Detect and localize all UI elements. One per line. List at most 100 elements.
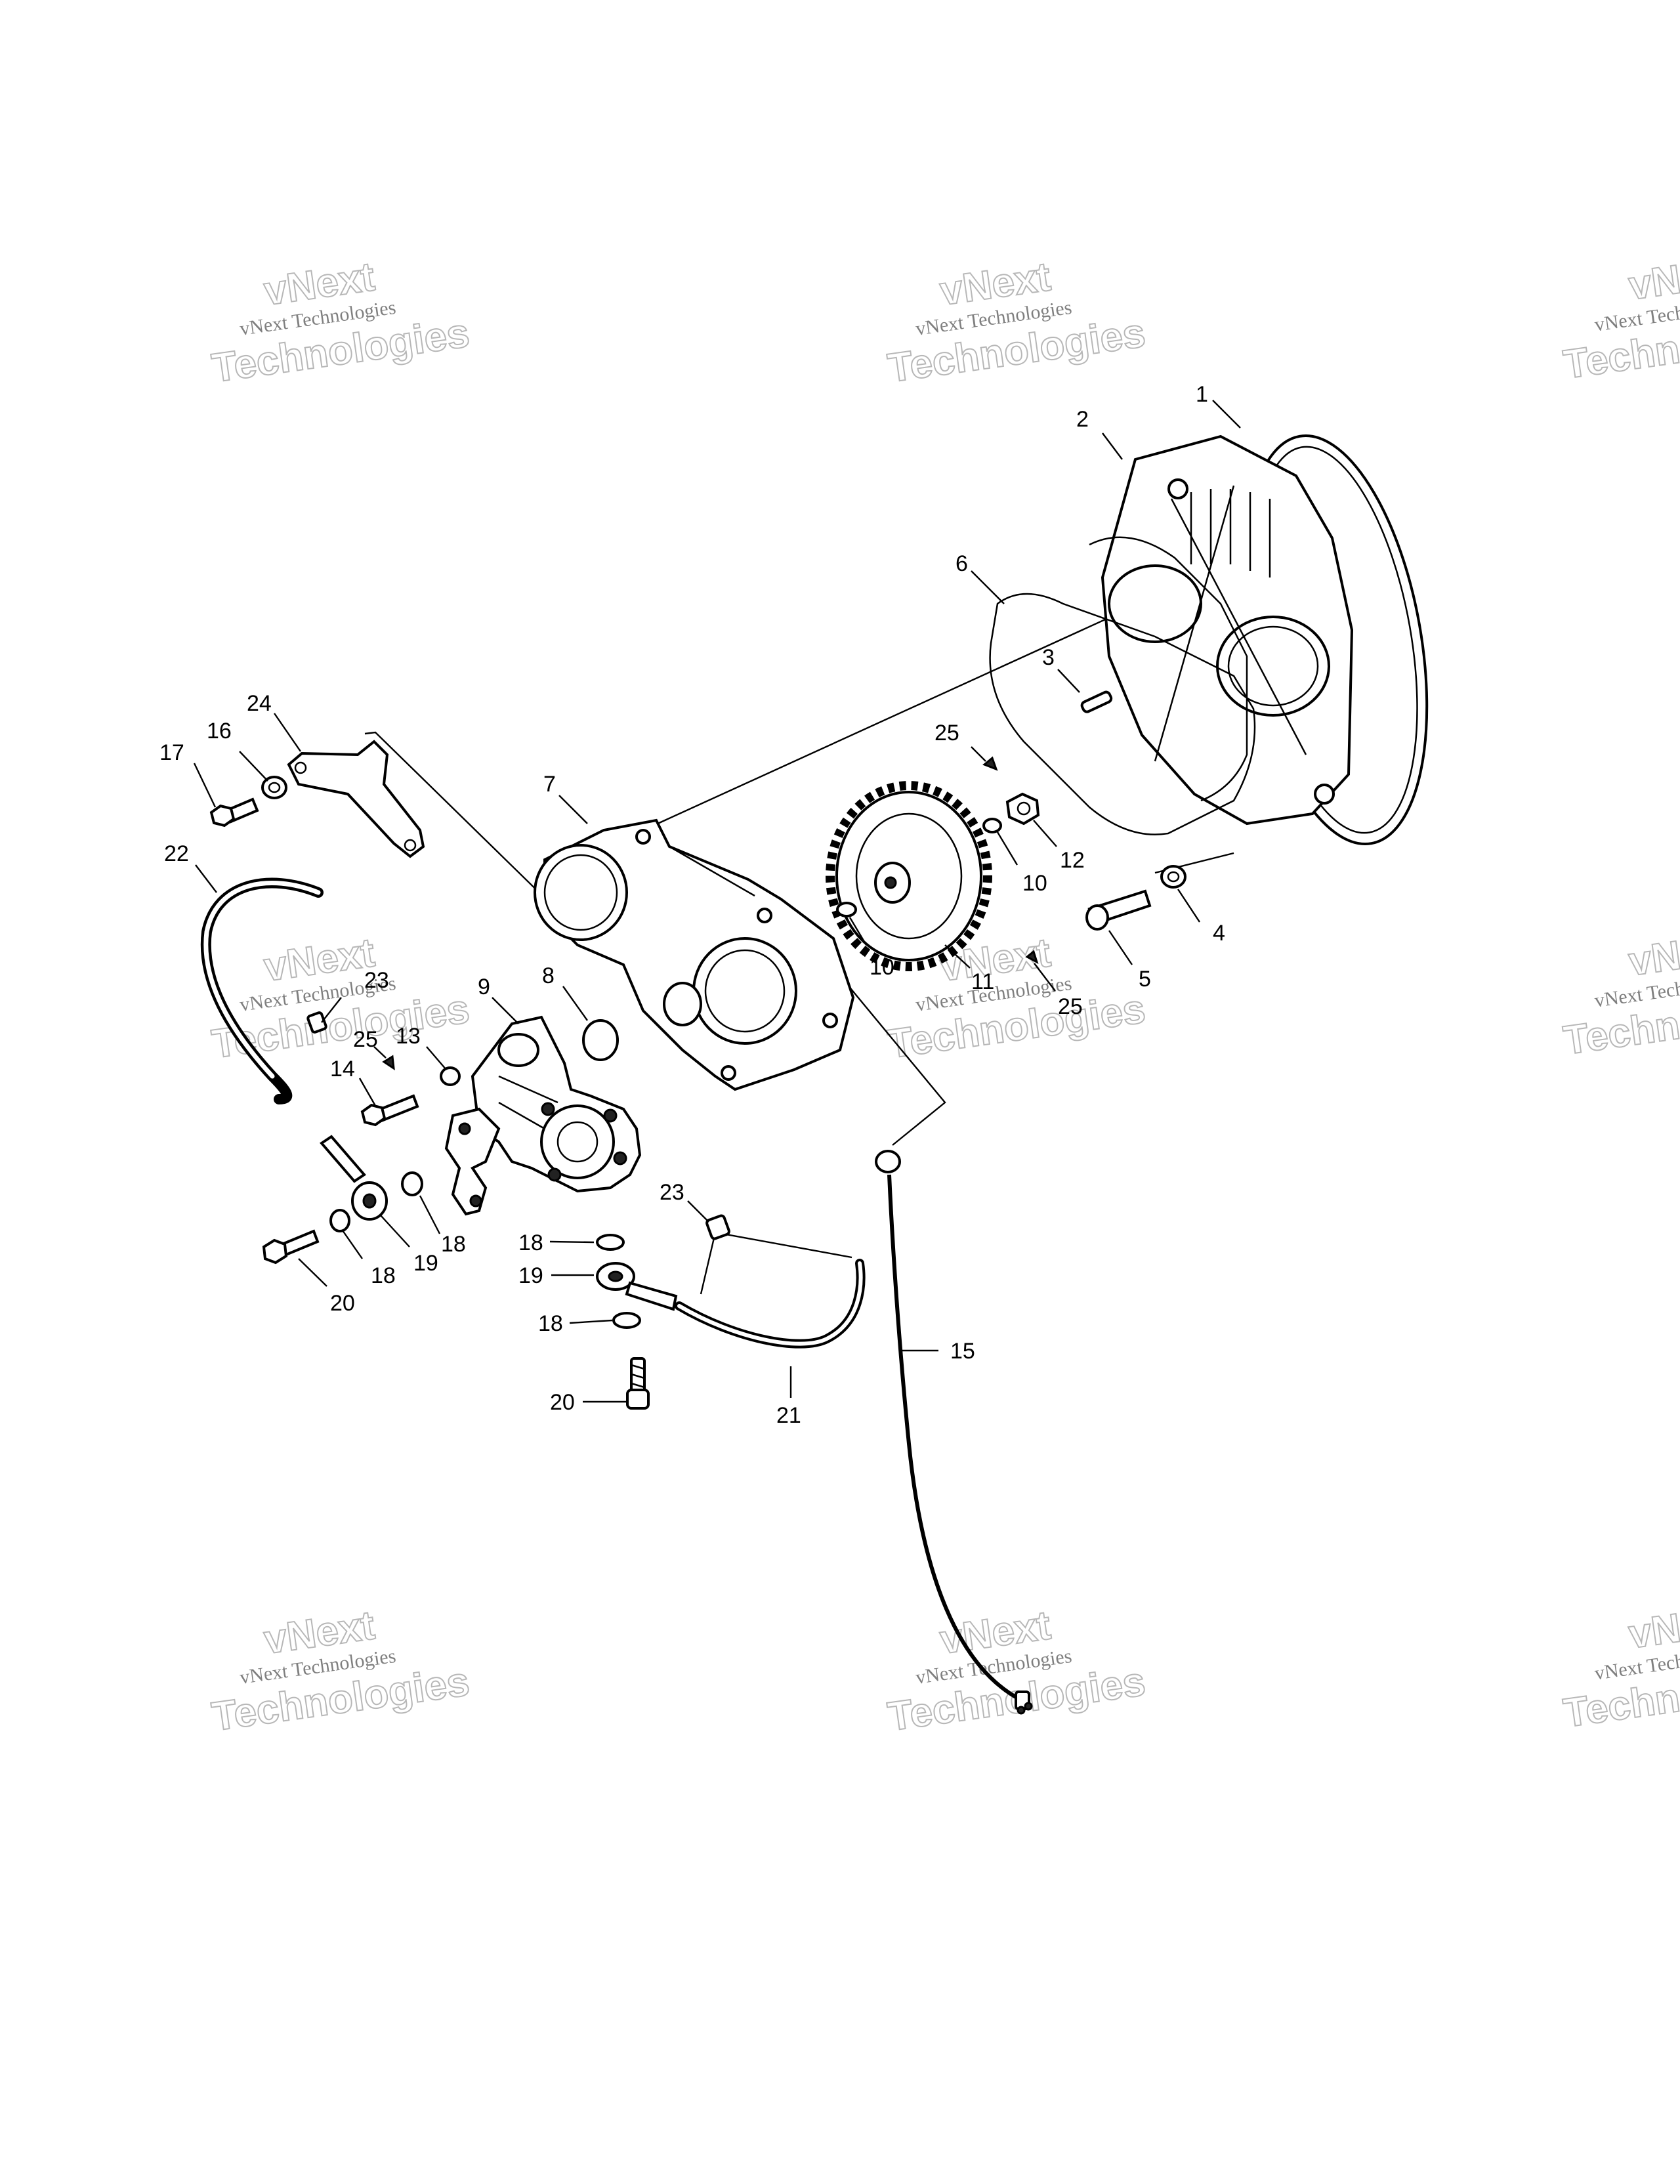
callout-3: 3 [1042, 645, 1055, 670]
leader-10b [849, 917, 868, 946]
callout-19a: 19 [413, 1251, 438, 1276]
leader-14 [358, 1078, 377, 1106]
leader-19a [380, 1215, 410, 1248]
watermark-top-left: vNext vNext Technologies Technologies [209, 253, 473, 392]
assembly-line-clamp-to-hose [700, 1232, 717, 1295]
hardware-lower [596, 1214, 730, 1410]
callout-13: 13 [396, 1024, 421, 1049]
callout-18c: 18 [518, 1230, 543, 1255]
part-21-hose-highlight [677, 1261, 863, 1346]
part-3-pin [1080, 690, 1113, 713]
leader-2 [1102, 432, 1123, 460]
callout-22: 22 [164, 841, 189, 866]
part-16-washer [261, 776, 287, 799]
part-11-gear [826, 781, 992, 971]
leader-3 [1057, 669, 1080, 693]
leader-8 [562, 986, 588, 1021]
leader-10a [996, 831, 1018, 866]
watermark-mid-right: vNext vNext Technologies Technologies [1560, 924, 1680, 1064]
callout-18a: 18 [441, 1232, 466, 1257]
callout-14: 14 [330, 1057, 355, 1082]
callout-6: 6 [956, 551, 968, 576]
leader-7 [558, 795, 588, 824]
part-24-bracket [287, 740, 425, 858]
callout-2: 2 [1076, 407, 1089, 432]
leader-9 [492, 997, 519, 1024]
leader-4 [1177, 889, 1201, 923]
part-8-o-ring [582, 1019, 619, 1061]
hardware-left [262, 1055, 461, 1265]
callout-7: 7 [543, 772, 556, 797]
part-25-clip [382, 1055, 395, 1071]
callout-labels: 1 2 3 4 5 6 7 8 9 10 10 11 12 13 14 15 1… [159, 382, 1225, 1428]
part-18-washer [596, 1234, 625, 1251]
assembly-line-housing-to-manifold [656, 578, 1195, 826]
callout-25a: 25 [934, 721, 959, 746]
callout-4: 4 [1213, 921, 1225, 946]
callout-17: 17 [159, 740, 184, 765]
callout-10a: 10 [1022, 871, 1047, 896]
callout-12: 12 [1060, 848, 1085, 873]
part-20-banjo-bolt [262, 1229, 320, 1265]
part-10-washer [836, 902, 857, 917]
assembly-line-bracket [364, 731, 552, 905]
leader-20a [298, 1258, 327, 1287]
leader-16 [239, 751, 268, 782]
part-18-washer [329, 1209, 350, 1232]
part-13-washer [440, 1066, 461, 1086]
leader-17 [193, 763, 217, 808]
callout-25b: 25 [1058, 994, 1083, 1019]
leader-1 [1212, 400, 1241, 429]
callout-9: 9 [478, 975, 490, 999]
callout-16: 16 [207, 719, 232, 744]
leader-25a [971, 746, 986, 762]
leader-12 [1033, 820, 1057, 847]
watermark-top-right: vNext vNext Technologies Technologies [1560, 248, 1680, 388]
part-7-manifold [534, 818, 855, 1091]
part-20-banjo-bolt [626, 1357, 650, 1410]
part-19-banjo [320, 1135, 388, 1221]
watermark-top-center: vNext vNext Technologies Technologies [885, 253, 1149, 392]
watermark-line1: vNext [1626, 925, 1680, 985]
leader-18d [569, 1319, 613, 1324]
callout-18b: 18 [371, 1263, 396, 1288]
callout-23a: 23 [364, 968, 389, 993]
part-2-housing [1101, 434, 1354, 826]
leader-6 [971, 570, 1005, 604]
callout-20a: 20 [330, 1291, 355, 1316]
callout-15: 15 [950, 1339, 975, 1364]
leader-23b [687, 1200, 709, 1223]
assembly-line-hose-clamp [715, 1231, 852, 1259]
part-18-washer [401, 1171, 423, 1196]
part-6-gasket [989, 536, 1256, 835]
leader-5 [1108, 930, 1133, 965]
watermark-bottom-center: vNext vNext Technologies Technologies [885, 1602, 1149, 1740]
watermark-bottom-left: vNext vNext Technologies Technologies [209, 1602, 473, 1740]
callout-23b: 23 [660, 1180, 684, 1205]
part-14-screw [360, 1094, 419, 1127]
leader-23a [321, 997, 342, 1023]
watermark-line1: vNext [1626, 1597, 1680, 1658]
callout-18d: 18 [538, 1311, 563, 1336]
part-4-washer [1160, 865, 1186, 889]
part-25-clip [1025, 950, 1039, 965]
watermark-line1: vNext [1626, 249, 1680, 309]
leader-lines [193, 400, 1241, 1403]
callout-24: 24 [247, 691, 272, 716]
part-19-banjo [596, 1262, 678, 1311]
part-25-clip [982, 756, 998, 771]
callout-20b: 20 [550, 1390, 575, 1415]
callout-25c: 25 [353, 1027, 378, 1052]
leader-11 [944, 944, 971, 969]
leader-22 [195, 864, 217, 893]
leader-24 [274, 713, 301, 752]
part-15-ground-wire [875, 1150, 1033, 1715]
callout-8: 8 [542, 963, 555, 988]
part-10-washer [982, 818, 1002, 833]
part-5-bolt [1085, 889, 1152, 931]
leader-18b [342, 1230, 363, 1259]
callout-21: 21 [776, 1403, 801, 1428]
callout-10b: 10 [870, 955, 894, 980]
callout-1: 1 [1196, 382, 1208, 407]
